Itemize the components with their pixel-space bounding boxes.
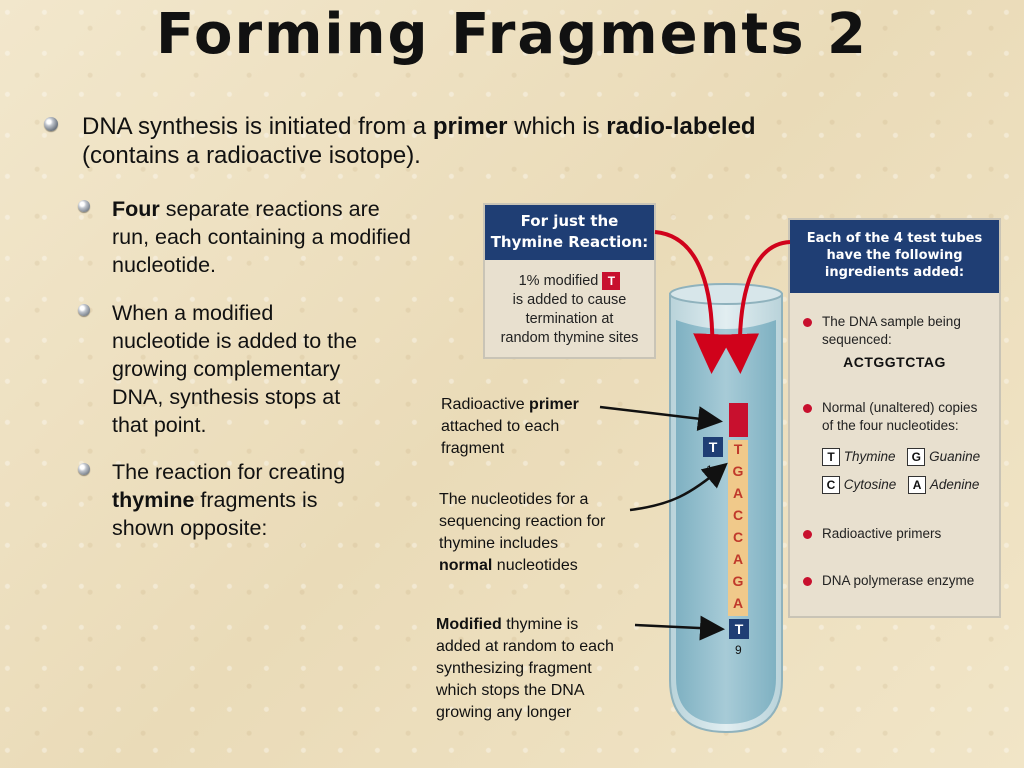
nucleotides-callout-line-4: nucleotides <box>492 557 577 574</box>
main-bullet-line-2: (contains a radioactive isotope). <box>82 142 421 169</box>
tube-rim <box>670 284 782 304</box>
sub-bullet-2-text: When a modified nucleotide is added to t… <box>112 299 432 439</box>
sub-bullet-1-line-2: run, each containing a modified <box>112 225 411 249</box>
primer-callout-bold: primer <box>529 396 579 413</box>
sub-bullet-1-text: Four separate reactions are run, each co… <box>112 195 472 279</box>
ingredient-item-2-line-2: of the four nucleotides: <box>822 417 977 435</box>
page-title: Forming Fragments 2 <box>0 2 1024 67</box>
modified-callout-bold: Modified <box>436 616 502 633</box>
guanine-code-icon: G <box>907 448 925 466</box>
template-letter: A <box>728 551 748 573</box>
nucleotides-callout-line-3: thymine includes <box>439 533 649 555</box>
sub-bullet-2-line-4: DNA, synthesis stops at <box>112 385 340 409</box>
sub-bullet-3-text: The reaction for creating thymine fragme… <box>112 458 432 542</box>
dna-sequence: ACTGGTCTAG <box>790 354 999 370</box>
sub-bullet-3-icon <box>78 463 90 475</box>
modified-callout-line-5: growing any longer <box>436 702 656 724</box>
ingredient-item-3: Radioactive primers <box>822 526 941 541</box>
sub-bullet-1-icon <box>78 200 90 212</box>
thymine-box-body: 1% modified T is added to cause terminat… <box>485 260 654 348</box>
main-bullet-bold-2: radio-labeled <box>606 113 755 140</box>
cytosine-name: Cytosine <box>844 477 897 492</box>
ingredient-item-1-line-2: sequenced: <box>822 331 961 349</box>
template-letter: G <box>728 573 748 595</box>
main-bullet-text-1: DNA synthesis is initiated from a <box>82 113 433 140</box>
ingredient-item-1-line-1: The DNA sample being <box>822 313 961 331</box>
cytosine-code-icon: C <box>822 476 840 494</box>
tube-liquid <box>676 320 776 724</box>
ingredient-bullet-icon <box>803 318 812 327</box>
sub-bullet-3-line-3: shown opposite: <box>112 516 267 540</box>
template-letter: G <box>728 463 748 485</box>
main-bullet-text: DNA synthesis is initiated from a primer… <box>82 112 942 170</box>
ingredient-item-2-line-1: Normal (unaltered) copies <box>822 399 977 417</box>
modified-t-icon: T <box>602 272 620 290</box>
ingredient-item-2: Normal (unaltered) copies of the four nu… <box>822 399 977 435</box>
nucleotides-callout: The nucleotides for a sequencing reactio… <box>439 489 649 577</box>
ingredient-bullet-icon <box>803 577 812 586</box>
template-letters: T G A C C A G A <box>728 441 748 617</box>
thymine-box-header: For just the Thymine Reaction: <box>485 205 654 260</box>
sub-bullet-2-icon <box>78 304 90 316</box>
nucleotides-callout-bold: normal <box>439 557 492 574</box>
thymine-name: Thymine <box>844 449 896 464</box>
ingredients-header-line-1: Each of the 4 test tubes <box>794 230 995 247</box>
guanine-name: Guanine <box>929 449 980 464</box>
template-letter: A <box>728 595 748 617</box>
nucleotides-callout-line-1: The nucleotides for a <box>439 489 649 511</box>
modified-callout-line-1: thymine is <box>502 616 578 633</box>
ingredient-bullet-icon <box>803 530 812 539</box>
thymine-box-body-line-2: is added to cause <box>485 291 654 310</box>
thymine-box-header-line-1: For just the <box>487 211 652 232</box>
thymine-reaction-box: For just the Thymine Reaction: 1% modifi… <box>483 203 656 359</box>
template-letter: C <box>728 529 748 551</box>
ingredient-item-4: DNA polymerase enzyme <box>822 573 974 588</box>
sub-bullet-2-line-3: growing complementary <box>112 357 340 381</box>
modified-callout-line-2: added at random to each <box>436 636 656 658</box>
sub-bullet-2-line-1: When a modified <box>112 301 273 325</box>
thymine-box-body-line-1: 1% modified <box>519 273 599 289</box>
primer-callout-line-3: fragment <box>441 438 641 460</box>
template-letter: C <box>728 507 748 529</box>
modified-callout-line-3: synthesizing fragment <box>436 658 656 680</box>
sub-bullet-1-line-3: nucleotide. <box>112 253 216 277</box>
thymine-box-body-line-3: termination at <box>485 310 654 329</box>
primer-block <box>729 403 748 437</box>
fragment-start-label: 1 <box>706 463 713 477</box>
thymine-box-body-line-4: random thymine sites <box>485 329 654 348</box>
primer-callout-text-1: Radioactive <box>441 396 529 413</box>
sub-bullet-1-bold: Four <box>112 197 160 221</box>
ingredients-box-header: Each of the 4 test tubes have the follow… <box>790 220 999 293</box>
sub-bullet-3-bold: thymine <box>112 488 194 512</box>
template-letter: A <box>728 485 748 507</box>
modified-callout: Modified thymine is added at random to e… <box>436 614 656 724</box>
sub-bullet-3-line-1: The reaction for creating <box>112 460 345 484</box>
adenine-name: Adenine <box>930 477 980 492</box>
main-bullet-icon <box>44 117 58 131</box>
modified-t-bottom: T <box>729 619 749 639</box>
nucleotide-t-left: T <box>703 437 723 457</box>
sub-bullet-2-line-2: nucleotide is added to the <box>112 329 357 353</box>
primer-callout: Radioactive primer attached to each frag… <box>441 394 641 460</box>
nucleotide-legend: T Thymine G Guanine C Cytosine A Adenine <box>822 448 997 504</box>
template-letter: T <box>728 441 748 463</box>
sub-bullet-3-line-2: fragments is <box>194 488 317 512</box>
modified-callout-line-4: which stops the DNA <box>436 680 656 702</box>
thymine-box-header-line-2: Thymine Reaction: <box>487 232 652 253</box>
main-bullet-bold-1: primer <box>433 113 508 140</box>
sub-bullet-1-line-1: separate reactions are <box>160 197 380 221</box>
nucleotides-callout-line-2: sequencing reaction for <box>439 511 649 533</box>
thymine-code-icon: T <box>822 448 840 466</box>
ingredients-header-line-3: ingredients added: <box>794 264 995 281</box>
fragment-end-label: 9 <box>735 643 742 657</box>
sub-bullet-2-line-5: that point. <box>112 413 206 437</box>
adenine-code-icon: A <box>908 476 926 494</box>
ingredient-bullet-icon <box>803 404 812 413</box>
ingredients-header-line-2: have the following <box>794 247 995 264</box>
main-bullet-text-2: which is <box>508 113 607 140</box>
test-tube-diagram <box>660 280 790 740</box>
primer-callout-line-2: attached to each <box>441 416 641 438</box>
ingredient-item-1: The DNA sample being sequenced: <box>822 313 961 349</box>
